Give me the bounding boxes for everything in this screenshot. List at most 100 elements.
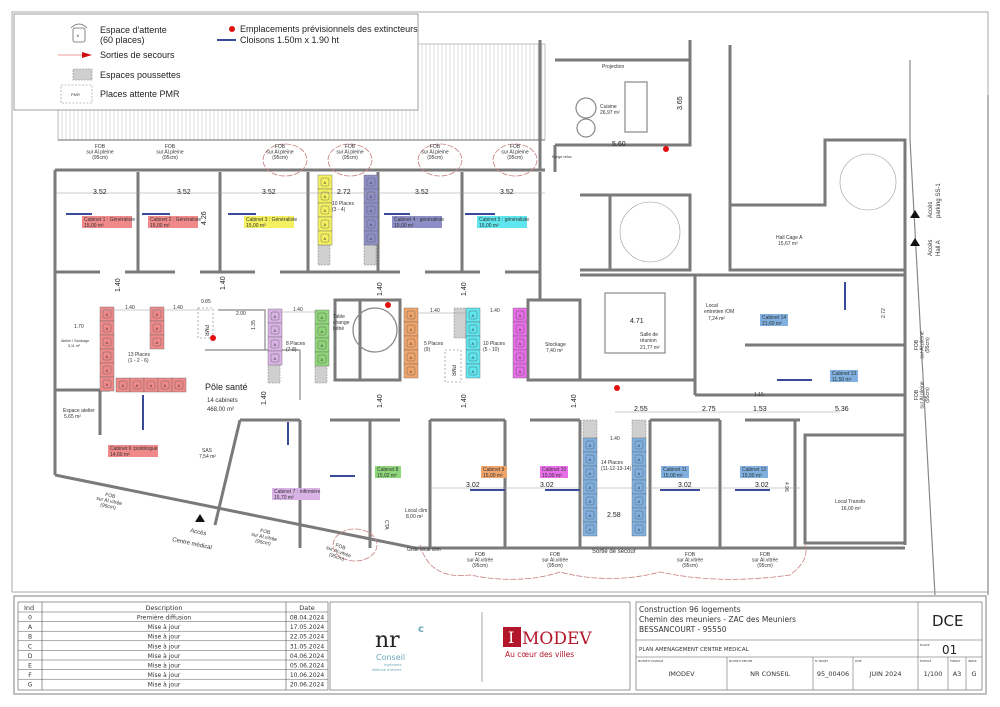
seat-icon	[585, 496, 595, 506]
titleblock-field-value: 1/100	[924, 670, 943, 678]
seat-glyph: A	[106, 382, 109, 387]
transfo-name: Local Transfo	[835, 499, 865, 505]
seat-icon	[406, 338, 416, 348]
access-hall-label: Accès	[928, 240, 934, 256]
nr-logo-sup: c	[418, 624, 424, 635]
seat-icon	[515, 366, 525, 376]
dimension: 1.40	[377, 394, 384, 408]
seat-glyph: A	[589, 513, 592, 518]
stockage-name: Stockage	[545, 342, 566, 348]
seat-icon	[317, 326, 327, 336]
seat-glyph: A	[324, 194, 327, 199]
waiting-group-sub: (11-12-13-14)	[601, 466, 632, 472]
seat-icon	[146, 380, 156, 390]
fob-note-line: FOB	[95, 144, 106, 150]
seat-glyph: A	[77, 33, 80, 38]
seat-glyph: A	[519, 369, 522, 374]
legend-extinguishers: Emplacements prévisionnels des extincteu…	[240, 24, 418, 34]
fob-note-line: sur Al.vitrée	[542, 558, 568, 564]
titleblock-field-value: G	[971, 670, 976, 678]
entretien-area: 7,24 m²	[708, 316, 725, 322]
seat-icon	[152, 323, 162, 333]
fob-note-line: FOB	[914, 389, 920, 400]
seat-icon	[102, 365, 112, 375]
cabinet-14-area: 21,60 m²	[762, 321, 782, 327]
dimension: 3.02	[540, 482, 554, 489]
dimension: 0.85	[201, 299, 211, 305]
fob-note-line: (95cm)	[100, 502, 117, 511]
dimension: 1.40	[461, 282, 468, 296]
dimension: 1.40	[377, 282, 384, 296]
exit-arrow-icon	[58, 52, 92, 58]
cabinet-labels: Cabinet 1 : Généraliste 15,00 m² Cabinet…	[82, 216, 858, 501]
seat-icon	[320, 191, 330, 201]
seat-glyph: A	[106, 340, 109, 345]
dimension: 4.96	[783, 482, 789, 492]
dimension: 2.72	[881, 308, 887, 318]
seat-icon	[118, 380, 128, 390]
cabinet-label-highlight	[375, 466, 401, 478]
revision-cell: Première diffusion	[137, 615, 192, 622]
titleblock-field-value: A3	[953, 670, 962, 678]
cabinet-8-name: Cabinet 8	[377, 467, 399, 473]
cabinet-label-highlight	[108, 445, 158, 457]
phase-label: DCE	[932, 612, 964, 630]
grille-label: Grille local clim	[407, 547, 441, 553]
seat-icon	[515, 338, 525, 348]
cabinet-2-name: Cabinet 2 : Généraliste	[150, 217, 201, 223]
seat-icon	[320, 205, 330, 215]
cuisine-area: 26,97 m²	[600, 110, 620, 116]
seat-glyph: A	[370, 194, 373, 199]
dimension: 4.71	[630, 318, 644, 325]
pmr-label: PMR	[450, 365, 456, 377]
cabinet-4-name: Cabinet 4 : généraliste	[394, 217, 444, 223]
extinguisher-markers	[210, 146, 669, 391]
seat-glyph: A	[472, 313, 475, 318]
projection-label: Projection	[602, 64, 624, 70]
seat-glyph: A	[370, 236, 373, 241]
nr-logo-conseil: Conseil	[376, 653, 405, 662]
seat-icon	[366, 205, 376, 215]
dimension: 5.36	[835, 406, 849, 413]
access-arrow-icon	[195, 514, 205, 522]
dimension: 1.70	[74, 324, 84, 330]
seat-glyph: A	[156, 340, 159, 345]
fob-note-line: FOB	[165, 144, 176, 150]
dimension: 1.40	[490, 308, 500, 314]
pmr-place	[197, 307, 214, 339]
seat-icon	[468, 366, 478, 376]
seat-glyph: A	[164, 383, 167, 388]
seat-icon	[317, 312, 327, 322]
revision-cell: 31.05.2024	[290, 643, 325, 650]
seat-glyph: A	[321, 357, 324, 362]
dimension: 3.52	[177, 189, 191, 196]
revision-cell: Mise à jour	[148, 643, 181, 650]
legend-pmr: Places attente PMR	[100, 89, 180, 99]
seat-glyph: A	[156, 326, 159, 331]
cabinet-6-name: Cabinet 6 :podologue	[110, 446, 158, 452]
seat-glyph: A	[274, 328, 277, 333]
seat-icon	[468, 324, 478, 334]
fob-note-line: sur Al.vitrée	[251, 532, 278, 543]
cabinet-label-highlight	[244, 216, 294, 228]
pmr-glyph: PMR	[71, 92, 80, 97]
cabinet-2-area: 15,00 m²	[150, 223, 170, 229]
entretien-name: Local	[706, 303, 718, 309]
fob-note-line: (95cm)	[547, 563, 563, 569]
fob-note-line: FOB	[510, 144, 521, 150]
cabinet-label-highlight	[481, 466, 507, 478]
seat-icon	[320, 219, 330, 229]
stroller-space-icon	[72, 68, 93, 81]
seat-glyph: A	[324, 180, 327, 185]
waiting-seat-group: AAA	[149, 306, 165, 350]
fob-note-line: (95cm)	[427, 155, 443, 161]
